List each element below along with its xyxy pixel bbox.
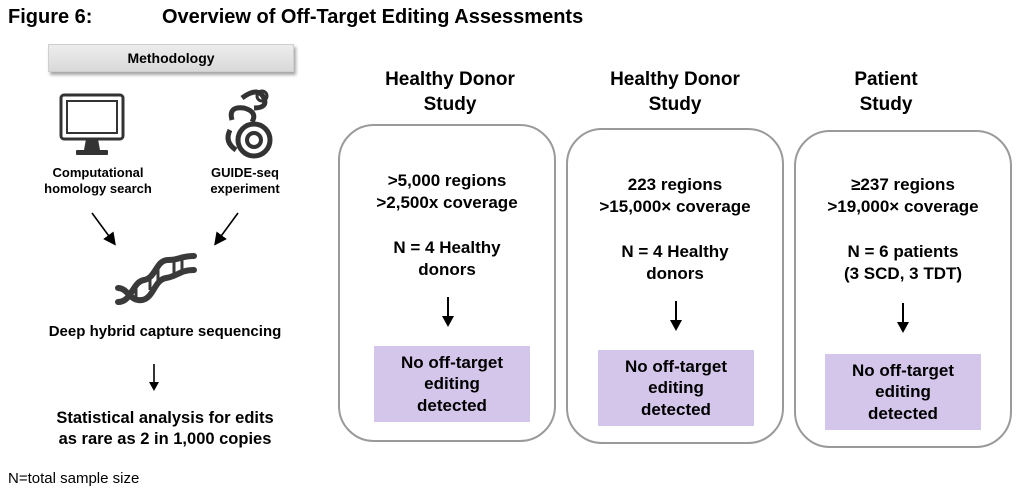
down-arrow-methodology xyxy=(149,364,159,391)
study-2-header: Healthy Donor Study xyxy=(610,69,740,115)
methodology-label: Methodology xyxy=(127,50,215,66)
footnote: N=total sample size xyxy=(8,470,140,487)
study-3-header: Patient Study xyxy=(854,69,918,115)
arrow-from-computational xyxy=(91,212,116,246)
study-2-down-arrow xyxy=(670,301,682,331)
converging-arrows xyxy=(91,212,239,246)
study-2-result: No off-target editing detected xyxy=(598,350,754,426)
dna-helix-icon xyxy=(115,253,197,305)
guide-seq-caption: GUIDE-seq experiment xyxy=(210,165,280,197)
study-3-stats: ≥237 regions >19,000× coverage xyxy=(827,175,979,217)
study-1-down-arrow xyxy=(442,297,454,327)
statistical-analysis-label: Statistical analysis for edits as rare a… xyxy=(56,409,274,449)
methodology-header: Methodology xyxy=(48,44,294,72)
study-1-header: Healthy Donor Study xyxy=(385,69,515,115)
study-3-down-arrow xyxy=(897,303,909,333)
computational-caption: Computational homology search xyxy=(44,165,152,197)
figure-title: Overview of Off-Target Editing Assessmen… xyxy=(162,6,584,28)
figure-label: Figure 6: xyxy=(8,6,93,28)
study-3-sample-size: N = 6 patients (3 SCD, 3 TDT) xyxy=(843,242,963,284)
deep-sequencing-label: Deep hybrid capture sequencing xyxy=(48,323,282,340)
arrow-from-guide-seq xyxy=(214,212,239,246)
guide-seq-molecule-icon xyxy=(225,89,273,159)
study-1-sample-size: N = 4 Healthy donors xyxy=(393,238,501,280)
study-2-sample-size: N = 4 Healthy donors xyxy=(621,242,729,284)
study-3-result: No off-target editing detected xyxy=(825,354,981,430)
study-1-result: No off-target editing detected xyxy=(374,346,530,422)
computer-monitor-icon xyxy=(59,93,125,155)
study-2-stats: 223 regions >15,000× coverage xyxy=(599,175,751,217)
study-1-stats: >5,000 regions >2,500x coverage xyxy=(376,171,518,213)
